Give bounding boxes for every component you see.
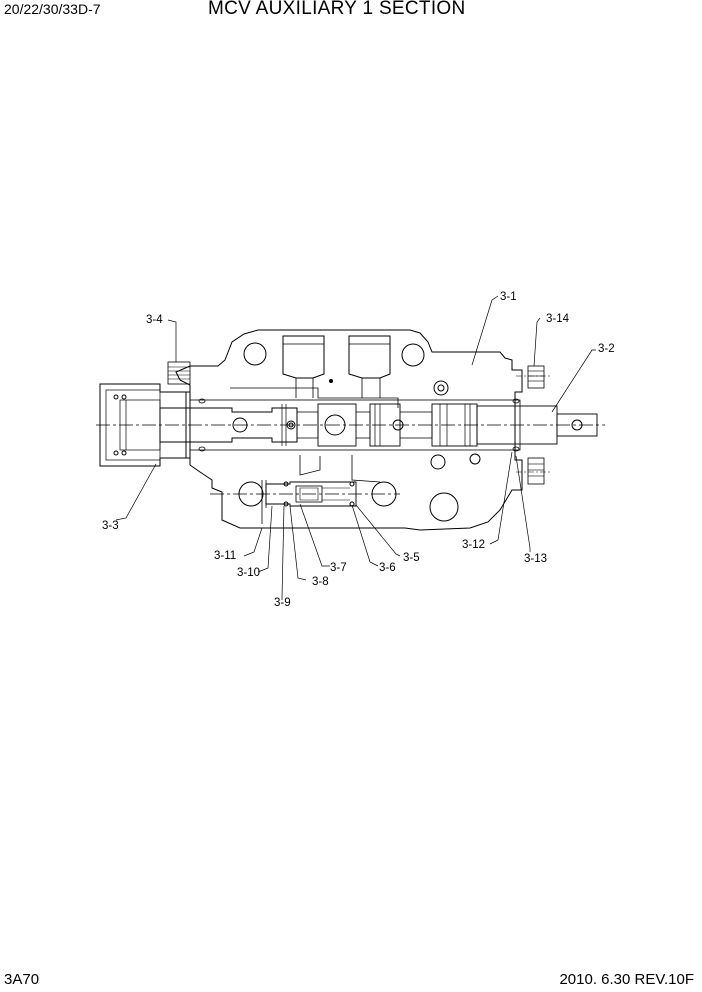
- body-hole-small: [437, 384, 445, 392]
- valve-body-outline: [175, 329, 523, 531]
- callout-3-5: 3-5: [403, 552, 420, 564]
- callout-3-14: 3-14: [546, 313, 570, 325]
- callout-3-6: 3-6: [379, 562, 396, 574]
- cap-bolt: [167, 361, 191, 385]
- spool-end: [556, 413, 598, 437]
- body-hole-small: [430, 454, 446, 470]
- spool-bore: [189, 399, 521, 451]
- plug-left: [282, 335, 325, 379]
- port-hole: [429, 492, 459, 522]
- callout-3-2: 3-2: [598, 343, 615, 355]
- body-inner-step: [230, 387, 399, 408]
- body-hole-small: [433, 380, 449, 396]
- callout-3-9: 3-9: [274, 597, 291, 609]
- callout-3-12: 3-12: [462, 539, 485, 551]
- page-number: 3A70: [4, 971, 40, 988]
- spool-land: [369, 403, 401, 447]
- port-hole: [243, 342, 267, 366]
- callout-3-13: 3-13: [524, 553, 547, 565]
- spool-pin-hole: [571, 419, 583, 431]
- callout-3-11: 3-11: [214, 550, 236, 562]
- callout-3-3: 3-3: [102, 520, 119, 532]
- body-hole-small: [469, 453, 481, 465]
- model-number: 20/22/30/33D-7: [4, 1, 101, 17]
- page-title: MCV AUXILIARY 1 SECTION: [208, 0, 466, 19]
- port-hole: [371, 481, 397, 507]
- body-dot: [329, 379, 333, 383]
- callout-3-10: 3-10: [237, 567, 260, 579]
- port-hole: [401, 343, 425, 367]
- port-hole: [238, 481, 264, 507]
- plug-right: [348, 335, 391, 379]
- check-valve: [265, 481, 357, 507]
- callout-3-1: 3-1: [500, 291, 517, 303]
- spool-land: [317, 403, 357, 447]
- spool: [159, 407, 298, 443]
- callout-3-4: 3-4: [146, 314, 163, 326]
- revision-date: 2010. 6.30 REV.10F: [559, 971, 694, 988]
- right-bolt: [527, 365, 545, 389]
- body-passage: [299, 455, 381, 483]
- callout-3-7: 3-7: [330, 562, 347, 574]
- callout-3-8: 3-8: [312, 576, 329, 588]
- right-bolt: [527, 457, 545, 485]
